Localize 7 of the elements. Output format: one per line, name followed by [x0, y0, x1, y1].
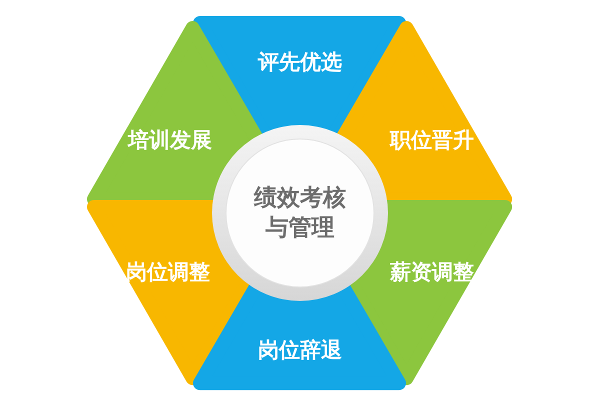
segment-label: 评先优选	[258, 48, 342, 76]
segment-label: 职位晋升	[390, 126, 474, 154]
segment-label: 岗位辞退	[258, 336, 342, 364]
segment-label: 薪资调整	[390, 258, 474, 286]
segment-label: 培训发展	[128, 126, 212, 154]
center-label: 绩效考核与管理	[252, 184, 347, 243]
segment-label: 岗位调整	[126, 258, 210, 286]
